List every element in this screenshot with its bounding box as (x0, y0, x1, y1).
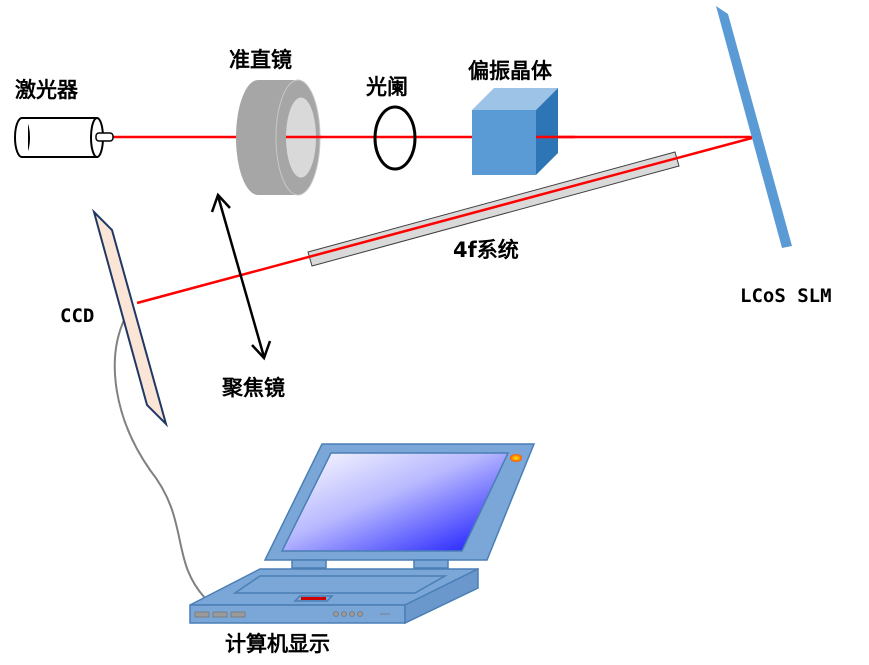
ccd-cable (113, 317, 206, 599)
4f-system-tube (307, 151, 680, 267)
ccd-icon (92, 208, 168, 428)
label-ccd: CCD (60, 305, 95, 327)
label-computer: 计算机显示 (225, 632, 330, 656)
label-focusing-lens: 聚焦镜 (222, 376, 285, 400)
laser-icon (14, 117, 114, 158)
aperture-icon (373, 105, 417, 171)
label-aperture: 光阑 (366, 75, 408, 99)
laptop-icon (189, 443, 536, 625)
label-4f-system: 4f系统 (453, 238, 519, 262)
label-lcos-slm: LCoS SLM (740, 285, 832, 307)
lcos-slm-icon (716, 6, 792, 248)
collimator-lens-icon (236, 79, 322, 196)
laser-beam-reflected (136, 136, 753, 305)
label-polarizer: 偏振晶体 (468, 59, 552, 83)
label-collimator: 准直镜 (229, 48, 292, 72)
label-laser: 激光器 (15, 78, 78, 102)
polarizer-crystal-icon (472, 88, 575, 175)
focusing-lens-icon (210, 192, 272, 361)
